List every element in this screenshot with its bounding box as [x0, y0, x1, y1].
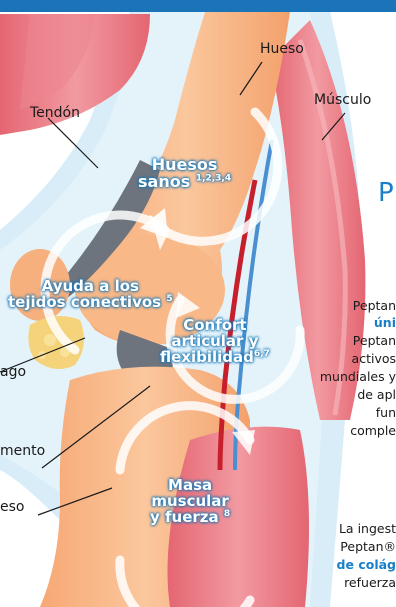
right-text-line: Peptan	[353, 298, 396, 315]
benefit-tejidos-line2: tejidos conectivos	[8, 293, 161, 311]
benefit-huesos-sanos: Huesos sanos 1,2,3,4	[138, 157, 231, 191]
right-text-line: Peptan	[353, 333, 396, 350]
label-hueso-top: Hueso	[260, 42, 304, 56]
benefit-tejidos-ref: 5	[166, 294, 172, 304]
label-hueso-bottom: eso	[0, 500, 24, 514]
right-text-line: activos	[352, 351, 396, 368]
right-text-line: La ingest	[339, 521, 396, 538]
benefit-huesos-ref: 1,2,3,4	[196, 173, 231, 183]
benefit-confort-line3: flexibilidad	[160, 348, 254, 366]
benefit-tejidos-line2-wrap: tejidos conectivos 5	[8, 295, 173, 311]
top-banner	[0, 0, 396, 12]
benefit-masa-ref: 8	[224, 509, 230, 519]
right-text-line: comple	[350, 423, 396, 440]
right-text-line: de apl	[357, 387, 396, 404]
label-ligamento: mento	[0, 444, 45, 458]
right-heading-letter: P	[378, 178, 394, 208]
cartilage-dot	[44, 334, 56, 346]
right-text-line: fun	[376, 405, 396, 422]
right-text-line: úni	[374, 315, 396, 332]
right-text-line: mundiales y	[320, 369, 396, 386]
label-tendon: Tendón	[30, 106, 80, 120]
right-text-line: refuerza	[344, 575, 396, 592]
benefit-confort-line3-wrap: flexibilidad6,7	[160, 350, 270, 366]
right-text-line: de colág	[337, 557, 396, 574]
benefit-masa-muscular: Masa muscular y fuerza 8	[150, 478, 230, 525]
benefit-masa-line3: y fuerza	[150, 508, 219, 526]
label-cartilago: ago	[0, 365, 26, 379]
right-text-line: Peptan®	[340, 539, 396, 556]
label-musculo: Músculo	[314, 93, 371, 107]
benefit-confort-articular: Confort articular y flexibilidad6,7	[160, 318, 270, 365]
benefit-huesos-line2-wrap: sanos 1,2,3,4	[138, 174, 231, 191]
benefit-tejidos-conectivos: Ayuda a los tejidos conectivos 5	[8, 279, 173, 311]
benefit-confort-ref: 6,7	[254, 349, 270, 359]
benefit-huesos-line2: sanos	[138, 172, 190, 191]
benefit-masa-line3-wrap: y fuerza 8	[150, 510, 230, 526]
